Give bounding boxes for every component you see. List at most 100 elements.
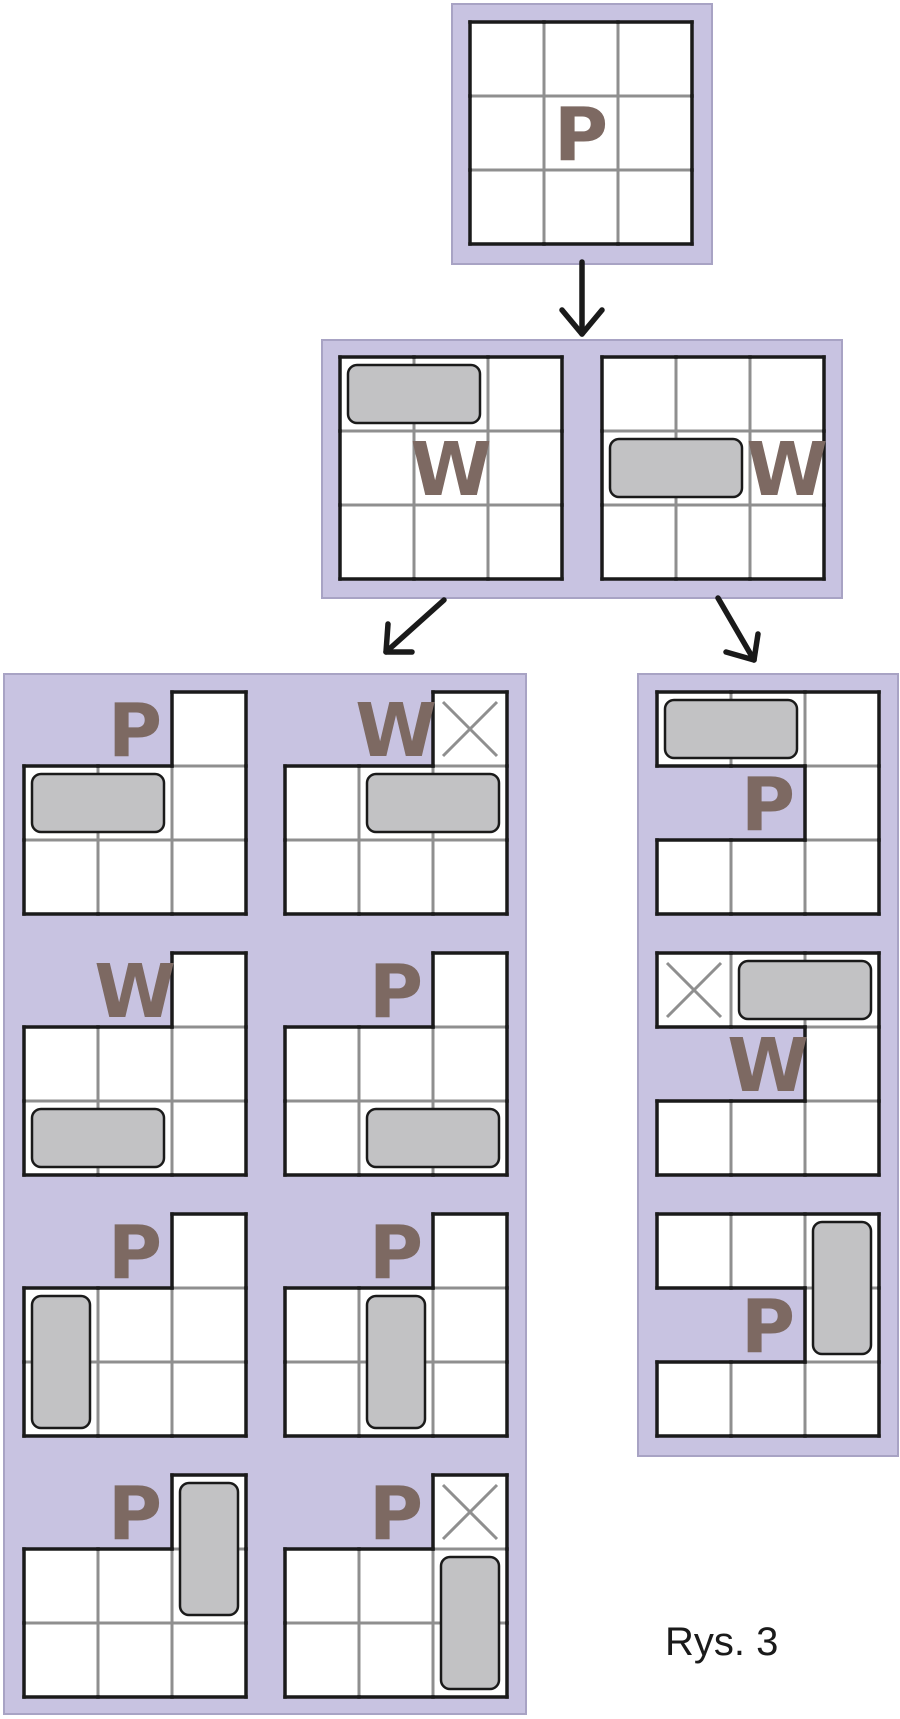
domino-tile [663,698,799,760]
board-left-8: P [283,1471,509,1699]
cell [24,1623,98,1697]
board-left-3: W [22,949,248,1177]
domino-tile [365,1294,427,1430]
arrow-down-right [715,595,761,663]
cell [172,1027,246,1101]
cell [488,357,562,431]
cell-letter: P [741,1284,795,1370]
arrow-down-left [383,597,447,655]
cell [602,505,676,579]
cell [98,1549,172,1623]
cell [805,1027,879,1101]
board-left-4: P [283,949,509,1177]
cell [433,840,507,914]
cell [805,766,879,840]
cell [805,1101,879,1175]
cell [172,766,246,840]
cross-mark [441,700,499,758]
cell [544,22,618,96]
cell [544,170,618,244]
cell-letter: W [355,688,437,774]
cell-letter: W [94,949,176,1035]
domino-tile [346,363,482,425]
domino-tile [365,772,501,834]
cell [657,1101,731,1175]
cell [731,1214,805,1288]
cell [657,840,731,914]
cell [433,1214,507,1288]
cell-letter: P [108,1471,162,1557]
cell [618,96,692,170]
cell [750,505,824,579]
cell-letter: P [554,92,608,178]
cell [750,431,824,505]
cell [172,840,246,914]
cell-letter: W [410,427,492,513]
board-left-6: P [283,1210,509,1438]
cell [488,431,562,505]
cell [488,505,562,579]
cell [285,1288,359,1362]
cell [414,505,488,579]
cell [676,357,750,431]
board-lvl1-b: W [600,355,828,581]
cell-letter: P [369,1210,423,1296]
cell [340,505,414,579]
cell [470,22,544,96]
domino-tile [30,772,166,834]
cell [414,431,488,505]
cell-letter: P [108,1210,162,1296]
cell [172,1362,246,1436]
cell [285,1362,359,1436]
domino-tile [30,1294,92,1430]
figure-caption: Rys. 3 [665,1620,779,1664]
cell [359,840,433,914]
cell [657,1214,731,1288]
cell [172,692,246,766]
cell [285,766,359,840]
cell [618,22,692,96]
cell [98,1027,172,1101]
cell [172,1101,246,1175]
cell [98,840,172,914]
cross-mark [665,961,723,1019]
domino-tile [365,1107,501,1169]
cell-letter: P [741,762,795,848]
cell [172,953,246,1027]
cell [731,840,805,914]
cell [359,1549,433,1623]
cell [602,357,676,431]
cell [731,1362,805,1436]
domino-tile [608,437,744,499]
cell [731,1101,805,1175]
domino-tile [178,1481,240,1617]
cell [340,431,414,505]
cell [805,840,879,914]
cell [470,170,544,244]
cell-letter: W [727,1023,809,1109]
cell [24,1027,98,1101]
cell [359,1027,433,1101]
cell [172,1623,246,1697]
cross-mark [441,1483,499,1541]
domino-tile [737,959,873,1021]
arrow-down [559,259,605,337]
cell [470,96,544,170]
cell [433,953,507,1027]
cell [805,1362,879,1436]
cell [98,1362,172,1436]
cell [618,170,692,244]
cell [433,1288,507,1362]
cell [433,1362,507,1436]
board-lvl1-a: W [338,355,564,581]
cell-letter: P [369,1471,423,1557]
board-left-5: P [22,1210,248,1438]
board-root: P [468,20,694,246]
cell [285,840,359,914]
board-left-7: P [22,1471,248,1699]
cell [285,1027,359,1101]
cell [676,505,750,579]
cell [359,1623,433,1697]
cell [98,1623,172,1697]
